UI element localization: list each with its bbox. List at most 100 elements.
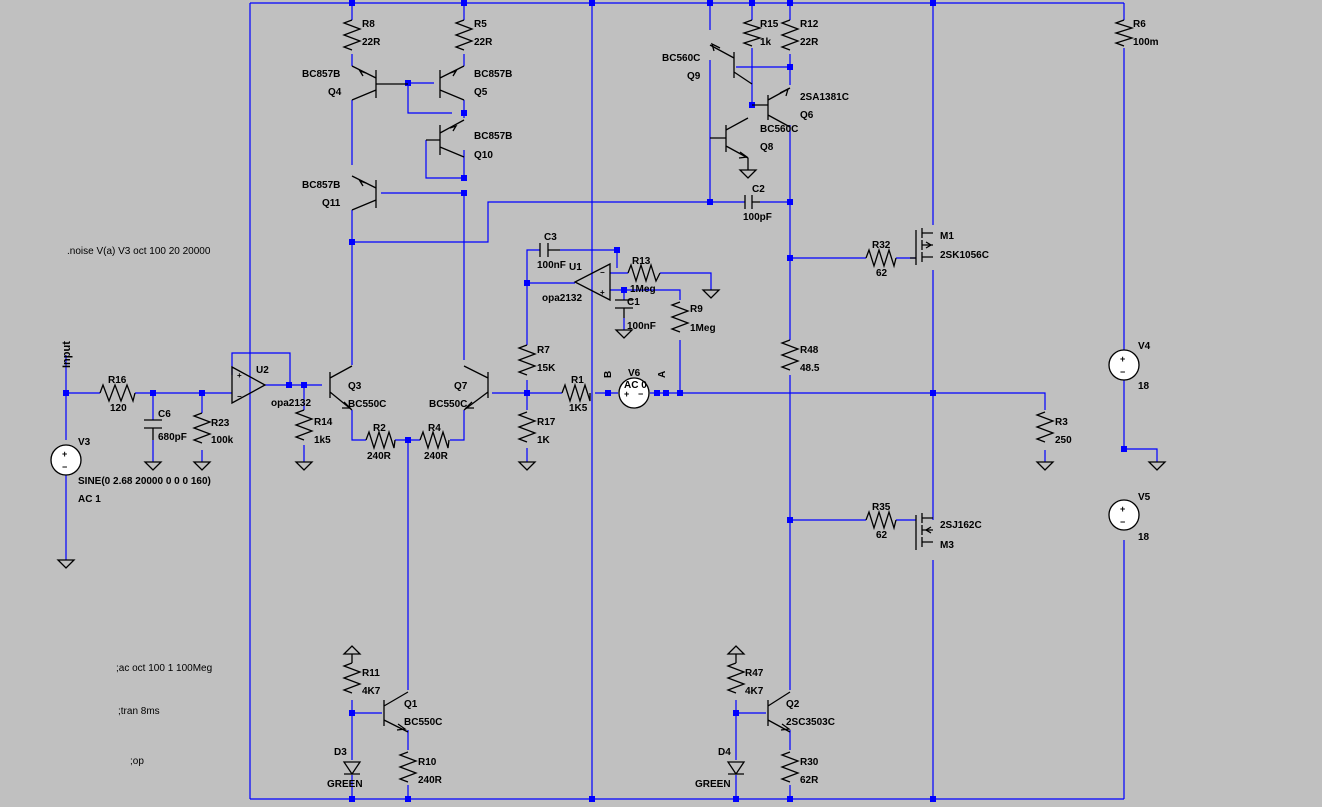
junction-dot <box>150 390 156 396</box>
transistors-q7-model-label: BC550C <box>429 399 467 410</box>
transistors-q1-model-label: BC550C <box>404 717 442 728</box>
transistors-q3-model-label: BC550C <box>348 399 386 410</box>
symbol-detail <box>925 241 933 249</box>
transistors-q3-name-label: Q3 <box>348 381 362 392</box>
resistors-r32-value-label: 62 <box>876 268 888 279</box>
diode-symbols[interactable] <box>342 761 746 776</box>
capacitor-symbols[interactable] <box>144 195 760 440</box>
q9-symbol <box>709 44 753 85</box>
c1-symbol <box>615 299 633 318</box>
junction-dot <box>733 710 739 716</box>
r13-symbol <box>627 262 661 284</box>
junction-dot <box>405 80 411 86</box>
junction-dot <box>461 175 467 181</box>
sources-v4-name-label: V4 <box>1138 341 1151 352</box>
opamps-u2-name-label: U2 <box>256 365 269 376</box>
junction-dot <box>930 390 936 396</box>
r1-symbol <box>561 382 591 404</box>
ground-symbols <box>56 169 1167 663</box>
ground-icon <box>294 461 314 471</box>
r4-symbol <box>419 429 450 451</box>
junction-dot <box>749 0 755 6</box>
ground-icon <box>701 289 721 299</box>
resistors-r32-name-label: R32 <box>872 240 891 251</box>
op-directive: ;op <box>130 756 144 767</box>
supply-arrow-icon <box>342 645 362 663</box>
junction-dot <box>787 796 793 802</box>
wire-segment <box>610 272 712 290</box>
junction-dot <box>461 110 467 116</box>
net-label-b: B <box>603 371 614 378</box>
source-symbols[interactable]: + − + − + − + − <box>50 349 1140 531</box>
junction-dot <box>286 382 292 388</box>
junction-dot <box>199 390 205 396</box>
wire-segment <box>425 140 464 179</box>
capacitors-c6-value-label: 680pF <box>158 432 187 443</box>
transistors-q5-model-label: BC857B <box>474 69 512 80</box>
r3-symbol <box>1035 411 1055 443</box>
r9-symbol <box>670 301 690 333</box>
junction-dot <box>654 390 660 396</box>
polarity-mark: − <box>1120 367 1125 377</box>
symbol-detail <box>710 42 721 52</box>
resistors-r23-value-label: 100k <box>211 435 234 446</box>
m3-symbol <box>915 513 933 550</box>
r16-symbol <box>99 383 136 404</box>
m1-symbol <box>910 228 933 265</box>
transistors-q7-name-label: Q7 <box>454 381 468 392</box>
junction-dots <box>63 0 1127 802</box>
v4-symbol <box>1108 349 1140 381</box>
v3-symbol <box>50 444 82 476</box>
q6-symbol <box>752 87 791 128</box>
r15-symbol <box>741 19 763 47</box>
resistor-symbols[interactable] <box>99 19 1135 783</box>
polarity-mark: + <box>1120 354 1125 364</box>
resistors-r11-name-label: R11 <box>362 668 380 679</box>
junction-dot <box>524 390 530 396</box>
resistors-r35-value-label: 62 <box>876 530 888 541</box>
capacitors-c6-name-label: C6 <box>158 409 171 420</box>
transistor-symbols[interactable] <box>329 42 933 733</box>
r2-symbol <box>365 429 396 451</box>
transistors-q10-model-label: BC857B <box>474 131 512 142</box>
resistors-r16-value-label: 120 <box>110 403 127 414</box>
junction-dot <box>589 796 595 802</box>
junction-dot <box>930 0 936 6</box>
opamp-symbols[interactable]: + − − + <box>231 262 611 405</box>
c3-symbol <box>539 243 560 257</box>
resistors-r17-value-label: 1K <box>537 435 551 446</box>
resistors-r15-value-label: 1k <box>760 37 772 48</box>
resistors-r10-value-label: 240R <box>418 775 443 786</box>
capacitors-c2-name-label: C2 <box>752 184 765 195</box>
transistors-q1-name-label: Q1 <box>404 699 418 710</box>
junction-dot <box>349 710 355 716</box>
symbol-detail <box>449 69 458 77</box>
resistors-r5-value-label: 22R <box>474 37 493 48</box>
polarity-mark: + <box>624 389 629 399</box>
symbol-detail <box>342 401 352 409</box>
r32-symbol <box>865 247 897 269</box>
ground-icon <box>192 461 212 471</box>
wire-segment <box>407 82 452 114</box>
transistors-q4-model-label: BC857B <box>302 69 340 80</box>
capacitors-c1-value-label: 100nF <box>627 321 656 332</box>
resistors-r14-value-label: 1k5 <box>314 435 331 446</box>
junction-dot <box>461 0 467 6</box>
junction-dot <box>787 64 793 70</box>
wire-segment <box>735 700 766 799</box>
q10-symbol <box>426 119 465 158</box>
resistors-r4-name-label: R4 <box>428 423 441 434</box>
resistors-r47-name-label: R47 <box>745 668 764 679</box>
resistors-r48-value-label: 48.5 <box>800 363 820 374</box>
resistors-r7-name-label: R7 <box>537 345 550 356</box>
wire-segment <box>352 201 710 243</box>
r8-symbol <box>342 19 362 51</box>
r47-symbol <box>726 662 746 694</box>
r7-symbol <box>517 344 537 376</box>
noise-directive: .noise V(a) V3 oct 100 20 20000 <box>67 246 211 257</box>
symbol-detail <box>358 179 367 187</box>
resistors-r15-name-label: R15 <box>760 19 779 30</box>
wire-segment <box>351 700 382 799</box>
q2-symbol <box>767 691 791 733</box>
